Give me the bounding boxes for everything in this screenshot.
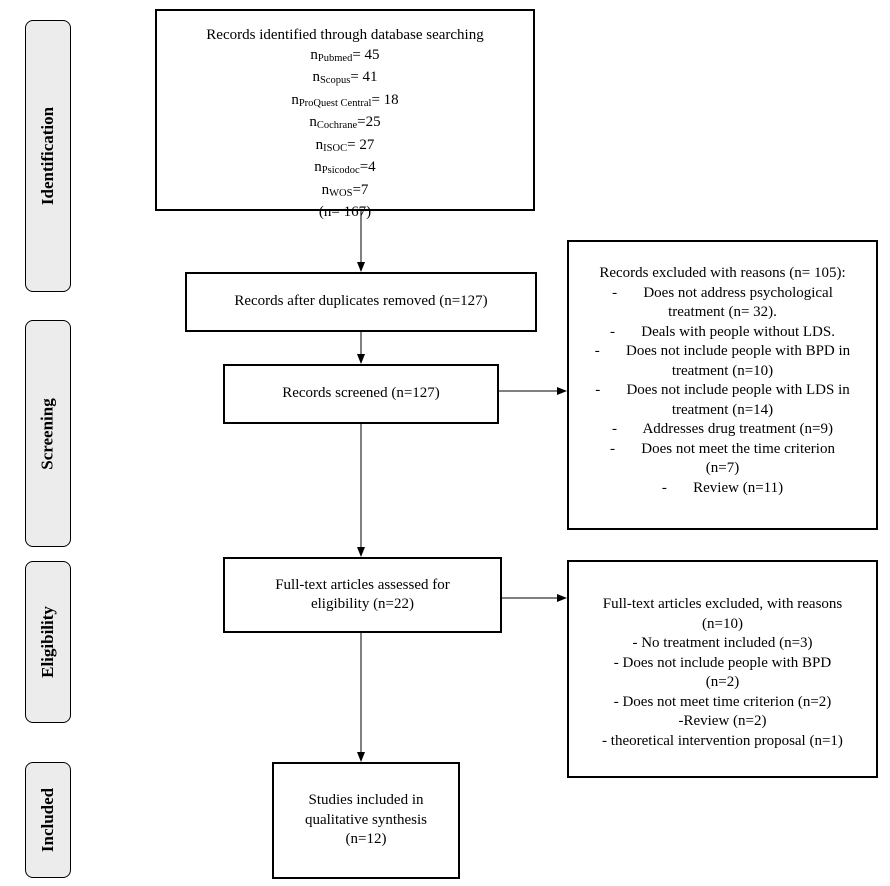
fulltext-assessed-box: Full-text articles assessed for eligibil… xyxy=(223,557,502,633)
source-value: =4 xyxy=(359,159,376,175)
box-text: qualitative synthesis xyxy=(304,811,428,828)
fulltext-excluded-box: Full-text articles excluded, with reason… xyxy=(567,560,878,778)
source-count: nPsicodoc=4 xyxy=(291,158,398,181)
source-value: = 45 xyxy=(352,46,380,63)
exclusion-line: treatment (n=14) xyxy=(671,401,774,418)
source-value: = 27 xyxy=(347,136,375,153)
source-name: Psicodoc xyxy=(321,165,360,176)
source-count: nPubmed= 45 xyxy=(291,46,398,69)
exclusion-line: - Does not address psychological xyxy=(612,284,833,301)
phase-eligibility: Eligibility xyxy=(25,561,71,723)
exclusion-line: - theoretical intervention proposal (n=1… xyxy=(602,732,843,749)
exclusion-line: - No treatment included (n=3) xyxy=(632,635,813,651)
exclusion-line: Full-text articles excluded, with reason… xyxy=(602,596,843,612)
source-name: ProQuest Central xyxy=(298,97,372,109)
source-count: nCochrane=25 xyxy=(291,113,398,136)
identification-box: Records identified through database sear… xyxy=(155,9,535,220)
exclusion-line: - Review (n=11) xyxy=(661,479,784,496)
box-text: Studies included in xyxy=(308,792,424,809)
exclusion-line: treatment (n=10) xyxy=(671,362,774,379)
exclusion-line: (n=10) xyxy=(702,615,743,632)
box-text: Full-text articles assessed for eligibil… xyxy=(275,576,450,613)
duplicates-removed-box: Records after duplicates removed (n=127) xyxy=(185,272,537,332)
source-name: WOS xyxy=(329,187,353,199)
phase-screening: Screening xyxy=(25,320,71,547)
source-value: = 18 xyxy=(371,91,399,108)
box-text: (n=12) xyxy=(345,831,387,848)
source-name: Cochrane xyxy=(316,120,358,131)
source-value: =7 xyxy=(352,181,369,198)
source-count: nWOS=7 xyxy=(291,181,398,204)
exclusion-line: Records excluded with reasons (n= 105): xyxy=(599,265,846,281)
source-value: =25 xyxy=(357,114,381,130)
source-name: Pubmed xyxy=(317,52,353,64)
exclusion-line: treatment (n= 32). xyxy=(668,304,777,320)
records-excluded-box: Records excluded with reasons (n= 105): -… xyxy=(567,240,878,530)
n-prefix: n xyxy=(321,181,330,198)
source-count: nScopus= 41 xyxy=(291,68,398,91)
source-count: nProQuest Central= 18 xyxy=(291,91,398,114)
source-name: ISOC xyxy=(323,142,348,154)
box-text: Records screened (n=127) xyxy=(282,385,440,402)
exclusion-line: - Does not include people with BPD in xyxy=(594,343,851,359)
n-prefix: n xyxy=(291,91,299,108)
n-prefix: n xyxy=(309,114,317,130)
included-box: Studies included in qualitative synthesi… xyxy=(272,762,460,879)
n-prefix: n xyxy=(312,69,320,85)
exclusion-line: - Addresses drug treatment (n=9) xyxy=(612,421,833,437)
exclusion-line: (n=7) xyxy=(705,460,740,476)
identification-title: Records identified through database sear… xyxy=(206,27,484,43)
n-prefix: n xyxy=(310,46,318,63)
exclusion-line: - Deals with people without LDS. xyxy=(610,323,835,340)
phase-included: Included xyxy=(25,762,71,878)
exclusion-line: - Does not include people with BPD xyxy=(613,654,832,671)
exclusion-line: -Review (n=2) xyxy=(678,713,767,729)
exclusion-line: - Does not include people with LDS in xyxy=(595,382,850,398)
identification-total: (n= 167) xyxy=(318,204,372,220)
records-screened-box: Records screened (n=127) xyxy=(223,364,499,424)
n-prefix: n xyxy=(314,159,322,175)
source-count: nISOC= 27 xyxy=(291,136,398,159)
exclusion-line: (n=2) xyxy=(705,674,740,690)
box-text: Records after duplicates removed (n=127) xyxy=(234,293,488,310)
source-value: = 41 xyxy=(350,69,378,85)
n-prefix: n xyxy=(315,136,324,153)
phase-identification: Identification xyxy=(25,20,71,292)
exclusion-line: - Does not meet the time criterion xyxy=(610,440,835,457)
exclusion-line: - Does not meet time criterion (n=2) xyxy=(613,693,832,710)
source-name: Scopus xyxy=(319,75,351,86)
